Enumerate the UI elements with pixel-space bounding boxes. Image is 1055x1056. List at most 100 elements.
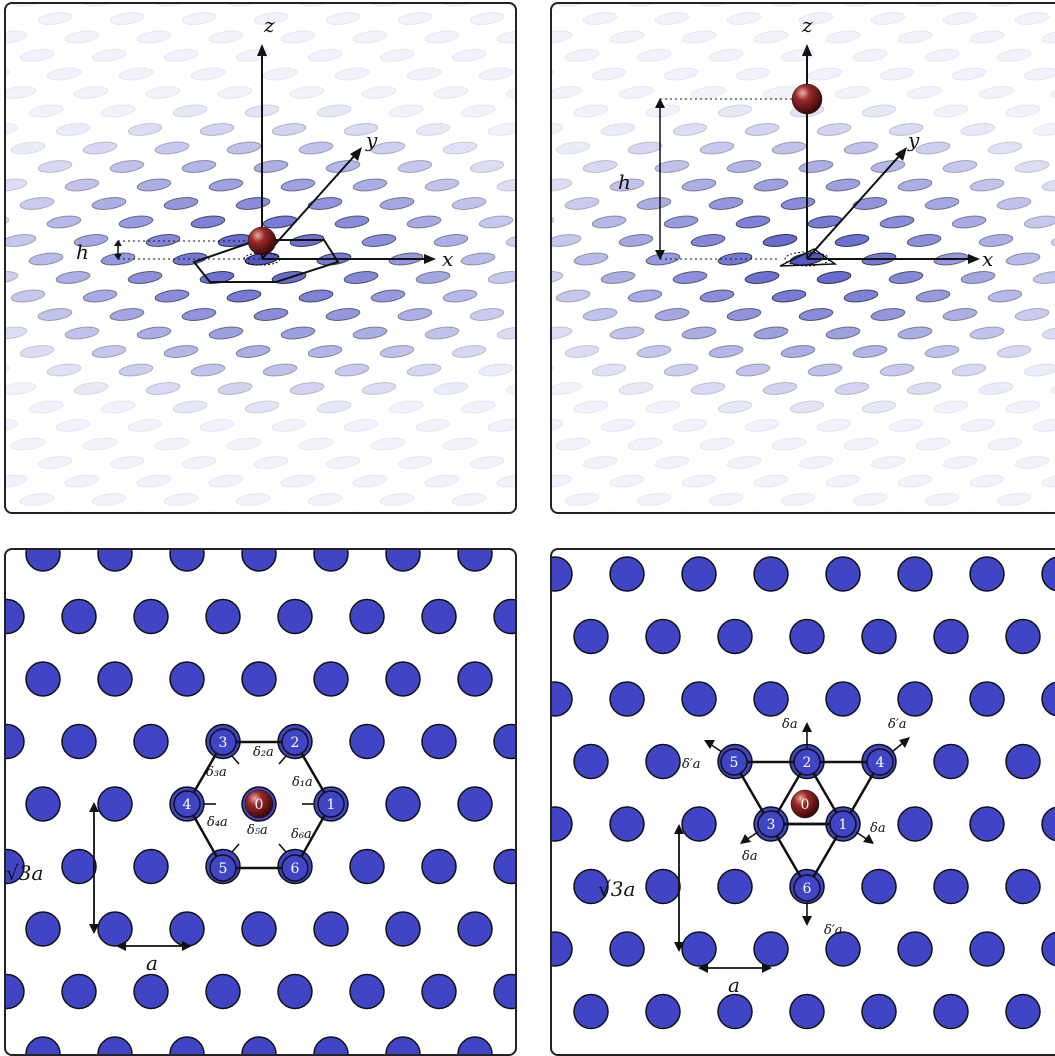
lattice-atom [798, 456, 834, 469]
lattice-atom [298, 289, 334, 303]
lattice-atom [735, 511, 771, 512]
lattice-atom [762, 382, 798, 395]
lattice-atom [915, 437, 951, 451]
lattice-atom [897, 326, 933, 340]
lattice-atom [91, 493, 127, 506]
lattice-constant-label: a [146, 951, 158, 975]
lattice-atom [6, 363, 10, 377]
lattice-atom [385, 1036, 421, 1054]
lattice-atom [10, 289, 46, 303]
x-axis-label: x [442, 247, 453, 271]
row-spacing-arrow-down-icon [89, 924, 99, 934]
lattice-atom [97, 786, 133, 822]
lattice-atom [726, 160, 762, 173]
panel-top-left-perspective: z x y h [4, 2, 517, 514]
lattice-atom [493, 973, 515, 1010]
height-arrow-down-icon [655, 250, 665, 260]
lattice-atom [1032, 419, 1055, 432]
site2-arrowhead-icon [802, 722, 812, 732]
lattice-atom [645, 743, 681, 780]
lattice-atom [64, 326, 100, 340]
lattice-atom [46, 363, 82, 377]
lattice-atom [933, 993, 969, 1030]
lattice-atom [46, 67, 82, 81]
lattice-atom [37, 12, 73, 25]
lattice-atom [663, 511, 699, 512]
lattice-atom [451, 493, 487, 506]
lattice-atom [609, 806, 645, 842]
lattice-atom [505, 234, 515, 247]
lattice-atom [415, 123, 451, 136]
lattice-constant-arrow-right-icon [182, 941, 192, 951]
lattice-constant-arrow-left-icon [116, 941, 126, 951]
lattice-atom [726, 308, 762, 321]
lattice-atom [834, 86, 870, 99]
lattice-atom [1023, 511, 1055, 512]
site3-displacement-label: δa [742, 849, 758, 864]
lattice-atom [145, 86, 181, 99]
row-spacing-arrow-up-icon [674, 824, 684, 834]
site-label-2: 2 [291, 735, 300, 751]
lattice-atom [514, 141, 515, 155]
lattice-atom [552, 382, 582, 395]
lattice-atom [205, 973, 241, 1010]
lattice-atom [708, 345, 744, 358]
lattice-atom [118, 215, 154, 229]
lattice-atom [915, 141, 951, 155]
lattice-atom [1050, 382, 1055, 395]
lattice-atom [744, 123, 780, 136]
lattice-atom [1005, 743, 1041, 780]
lattice-atom [753, 30, 789, 44]
lattice-atom [654, 12, 690, 25]
lattice-atom [798, 308, 834, 321]
lattice-atom [253, 12, 289, 25]
lattice-atom [379, 493, 415, 506]
lattice-atom [681, 931, 717, 967]
lattice-atom [361, 382, 397, 395]
lattice-atom [313, 550, 349, 572]
site-label-1: 1 [839, 817, 848, 833]
lattice-atom [663, 67, 699, 81]
lattice-atom [19, 345, 55, 358]
lattice-atom [442, 141, 478, 155]
lattice-atom [313, 661, 349, 697]
lattice-atom [933, 400, 969, 414]
adatom-shadow [243, 252, 281, 266]
lattice-atom [852, 493, 888, 506]
lattice-atom [552, 123, 564, 136]
lattice-atom [37, 456, 73, 469]
lattice-atom [645, 868, 681, 905]
lattice-atom [61, 598, 97, 635]
lattice-atom [1041, 326, 1055, 340]
lattice-atom [307, 345, 343, 358]
lattice-atom [636, 49, 672, 62]
lattice-atom [915, 289, 951, 303]
lattice-atom [564, 493, 600, 506]
lattice-atom [397, 12, 433, 25]
lattice-atom [163, 197, 199, 210]
height-arrow-up-icon [655, 98, 665, 108]
lattice-atom [82, 437, 118, 451]
lattice-atom [591, 363, 627, 377]
lattice-atom [996, 493, 1032, 506]
lattice-atom [253, 160, 289, 173]
lattice-atom [241, 1036, 277, 1054]
lattice-atom [6, 123, 19, 136]
lattice-atom [97, 911, 133, 947]
lattice-atom [1041, 806, 1055, 842]
lattice-atom [457, 786, 493, 822]
lattice-atom [478, 67, 514, 81]
lattice-atom [708, 197, 744, 210]
lattice-atom [100, 400, 136, 414]
lattice-atom [591, 67, 627, 81]
lattice-atom [807, 363, 843, 377]
lattice-atom [636, 197, 672, 210]
lattice-atom [771, 289, 807, 303]
delta3-arrow [231, 755, 240, 765]
lattice-atom [208, 30, 244, 44]
lattice-atom [154, 289, 190, 303]
lattice-atom [825, 326, 861, 340]
lattice-atom [433, 234, 469, 247]
lattice-atom [942, 12, 978, 25]
